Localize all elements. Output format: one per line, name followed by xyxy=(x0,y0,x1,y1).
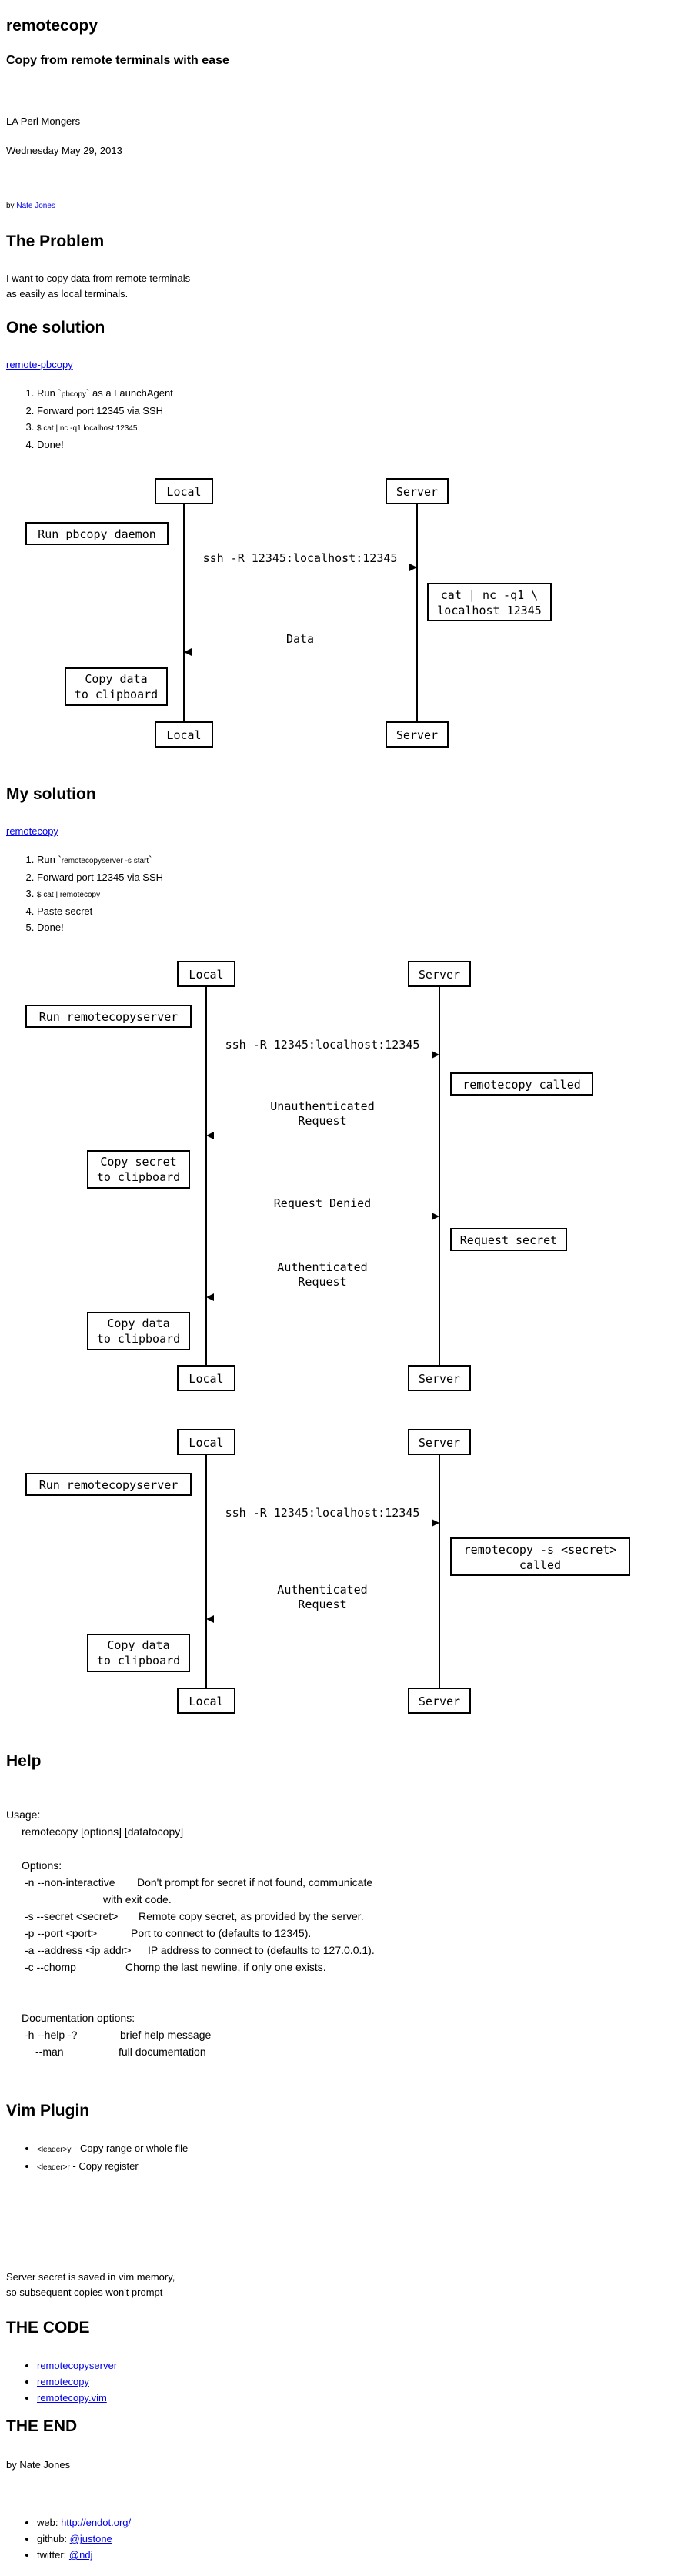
note-copy-data: Copy data xyxy=(107,1316,169,1330)
list-item: Run `pbcopy` as a LaunchAgent xyxy=(37,385,173,403)
list-item: Run `remotecopyserver -s start` xyxy=(37,851,163,869)
message-auth-2: Request xyxy=(298,1597,346,1611)
group-name: LA Perl Mongers xyxy=(6,115,81,127)
byline: by Nate Jones xyxy=(6,202,55,210)
end-heading: THE END xyxy=(6,2417,78,2435)
note-copy-data: Copy data xyxy=(85,672,147,686)
note-copy-data: Copy data xyxy=(107,1638,169,1652)
sequence-diagram-remotecopy: Local Server Local Server Run remotecopy… xyxy=(20,956,636,1405)
remote-pbcopy-link[interactable]: remote-pbcopy xyxy=(6,359,73,370)
note-run-server: Run remotecopyserver xyxy=(39,1010,179,1024)
lifeline-local-top: Local xyxy=(189,968,223,982)
remotecopy-link[interactable]: remotecopy xyxy=(6,825,58,837)
remotecopy-vim-link[interactable]: remotecopy.vim xyxy=(37,2392,107,2404)
github-link[interactable]: @justone xyxy=(69,2533,112,2544)
lifeline-server-top: Server xyxy=(419,1436,460,1450)
code-heading: THE CODE xyxy=(6,2319,90,2337)
note-copy-secret: Copy secret xyxy=(100,1155,176,1169)
lifeline-server-bottom: Server xyxy=(419,1694,460,1708)
contact-list: web: http://endot.org/ github: @justone … xyxy=(6,2514,131,2563)
message-unauth-2: Request xyxy=(298,1114,346,1128)
note-called: called xyxy=(519,1558,561,1572)
list-item: github: @justone xyxy=(37,2531,131,2547)
talk-date: Wednesday May 29, 2013 xyxy=(6,145,122,156)
note-remotecopy-called: remotecopy called xyxy=(462,1078,581,1092)
vim-heading: Vim Plugin xyxy=(6,2102,90,2119)
lifeline-local-bottom: Local xyxy=(189,1372,223,1386)
message-unauth-1: Unauthenticated xyxy=(270,1099,374,1113)
lifeline-local-bottom: Local xyxy=(189,1694,223,1708)
list-item: Forward port 12345 via SSH xyxy=(37,403,173,419)
problem-text: I want to copy data from remote terminal… xyxy=(6,273,191,299)
list-item: web: http://endot.org/ xyxy=(37,2514,131,2531)
lifeline-server-top: Server xyxy=(419,968,460,982)
note-data-to-clipboard: to clipboard xyxy=(97,1332,180,1346)
note-secret-to-clipboard: to clipboard xyxy=(97,1170,180,1184)
my-solution-heading: My solution xyxy=(6,785,96,803)
message-denied: Request Denied xyxy=(274,1196,371,1210)
remotecopyserver-link[interactable]: remotecopyserver xyxy=(37,2360,118,2371)
problem-heading: The Problem xyxy=(6,233,105,250)
list-item: Done! xyxy=(37,919,163,935)
lifeline-server-bottom: Server xyxy=(396,728,438,742)
twitter-link[interactable]: @ndj xyxy=(68,2549,93,2561)
list-item: Done! xyxy=(37,437,173,453)
lifeline-server-top: Server xyxy=(396,485,438,499)
list-item: $ cat | remotecopy xyxy=(37,885,163,903)
message-data: Data xyxy=(286,632,314,646)
note-to-clipboard: to clipboard xyxy=(75,687,158,701)
list-item: <leader>y - Copy range or whole file xyxy=(37,2140,188,2158)
sequence-diagram-remotecopy-secret: Local Server Local Server Run remotecopy… xyxy=(20,1424,636,1727)
note-request-secret: Request secret xyxy=(460,1233,557,1247)
note-remotecopy-secret: remotecopy -s <secret> xyxy=(464,1543,617,1557)
list-item: $ cat | nc -q1 localhost 12345 xyxy=(37,419,173,437)
message-auth-1: Authenticated xyxy=(277,1583,367,1597)
page-title: remotecopy xyxy=(6,17,98,35)
one-solution-heading: One solution xyxy=(6,319,105,336)
list-item: <leader>r - Copy register xyxy=(37,2158,188,2176)
page-subtitle: Copy from remote terminals with ease xyxy=(6,54,229,67)
remote-pbcopy-paragraph: remote-pbcopy xyxy=(6,357,73,373)
lifeline-local-top: Local xyxy=(189,1436,223,1450)
note-cat-nc: cat | nc -q1 \ xyxy=(441,588,538,602)
help-text: Usage: remotecopy [options] [datatocopy]… xyxy=(6,1808,375,2058)
code-links: remotecopyserver remotecopy remotecopy.v… xyxy=(6,2357,117,2406)
list-item: twitter: @ndj xyxy=(37,2547,131,2563)
message-ssh: ssh -R 12345:localhost:12345 xyxy=(225,1506,420,1520)
lifeline-server-bottom: Server xyxy=(419,1372,460,1386)
one-solution-steps: Run `pbcopy` as a LaunchAgent Forward po… xyxy=(6,385,173,453)
remotecopy-code-link[interactable]: remotecopy xyxy=(37,2376,89,2387)
web-link[interactable]: http://endot.org/ xyxy=(61,2517,132,2528)
list-item: remotecopy xyxy=(37,2374,117,2390)
sequence-diagram-pbcopy: Local Server Local Server Run pbcopy dae… xyxy=(20,473,574,761)
note-pbcopy-daemon: Run pbcopy daemon xyxy=(38,527,156,541)
lifeline-local-bottom: Local xyxy=(166,728,201,742)
vim-mappings: <leader>y - Copy range or whole file <le… xyxy=(6,2140,188,2176)
my-solution-steps: Run `remotecopyserver -s start` Forward … xyxy=(6,851,163,935)
message-auth-2: Request xyxy=(298,1275,346,1289)
remotecopy-paragraph: remotecopy xyxy=(6,824,58,839)
list-item: remotecopy.vim xyxy=(37,2390,117,2406)
lifeline-local-top: Local xyxy=(166,485,201,499)
end-byline: by Nate Jones xyxy=(6,2459,71,2471)
message-auth-1: Authenticated xyxy=(277,1260,367,1274)
list-item: remotecopyserver xyxy=(37,2357,117,2374)
author-link[interactable]: Nate Jones xyxy=(16,202,55,210)
message-ssh: ssh -R 12345:localhost:12345 xyxy=(203,551,398,565)
note-run-server: Run remotecopyserver xyxy=(39,1478,179,1492)
note-to-clipboard: to clipboard xyxy=(97,1654,180,1668)
list-item: Paste secret xyxy=(37,903,163,919)
list-item: Forward port 12345 via SSH xyxy=(37,869,163,885)
message-ssh: ssh -R 12345:localhost:12345 xyxy=(225,1038,420,1052)
help-heading: Help xyxy=(6,1752,42,1770)
vim-note: Server secret is saved in vim memory,so … xyxy=(6,2271,175,2298)
note-localhost: localhost 12345 xyxy=(437,604,541,617)
